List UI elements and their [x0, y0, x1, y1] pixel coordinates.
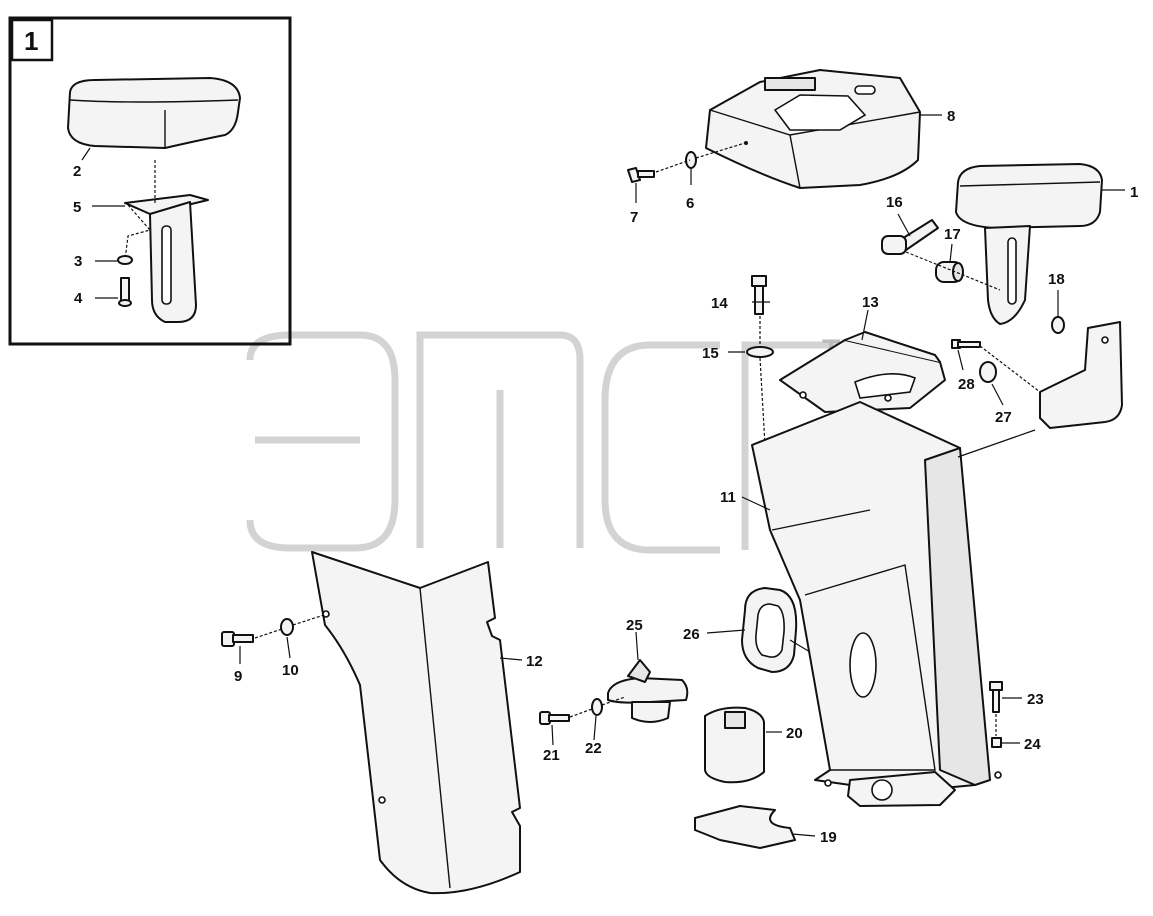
callout-2: 2 [73, 163, 81, 180]
armrest-pad-small [67, 77, 241, 149]
foot-plate [694, 805, 796, 849]
callout-8: 8 [947, 108, 955, 125]
washer-icon [591, 698, 603, 716]
kit-box-label: 1 [24, 26, 38, 56]
kit-box: 1 [8, 16, 292, 346]
grommet-icon [741, 587, 798, 673]
clip-icon [607, 659, 689, 723]
mounting-plate [779, 331, 946, 413]
callout-3: 3 [74, 253, 82, 270]
top-cover [705, 69, 921, 189]
bushing-icon [935, 261, 964, 283]
armrest-assembly [955, 163, 1103, 325]
callout-26: 26 [683, 626, 700, 643]
column-bracket [751, 401, 1036, 807]
washer-icon [979, 361, 997, 383]
callout-24: 24 [1024, 736, 1041, 753]
callout-18: 18 [1048, 271, 1065, 288]
side-plate [1039, 321, 1123, 429]
armrest-bracket-small [124, 160, 209, 323]
callout-10: 10 [282, 662, 299, 679]
washer-icon [117, 255, 133, 265]
washer-icon [685, 151, 697, 169]
callout-23: 23 [1027, 691, 1044, 708]
bolt-icon [751, 275, 767, 315]
side-panel [311, 551, 521, 895]
callout-9: 9 [234, 668, 242, 685]
callout-19: 19 [820, 829, 837, 846]
nut-icon [991, 737, 1002, 748]
callout-7: 7 [630, 209, 638, 226]
callout-14: 14 [711, 295, 728, 312]
bolt-icon [118, 277, 132, 307]
callout-6: 6 [686, 195, 694, 212]
callout-15: 15 [702, 345, 719, 362]
callouts: 1 2 3 4 5 6 7 8 9 10 11 12 13 14 15 16 1… [73, 108, 1138, 846]
washer-icon [746, 346, 774, 358]
callout-1: 1 [1130, 184, 1138, 201]
screw-icon [627, 167, 655, 183]
callout-28: 28 [958, 376, 975, 393]
leader-lines [81, 114, 1125, 837]
callout-17: 17 [944, 226, 961, 243]
callout-12: 12 [526, 653, 543, 670]
washer-icon [1051, 316, 1065, 334]
callout-13: 13 [862, 294, 879, 311]
callout-27: 27 [995, 409, 1012, 426]
screw-icon [539, 711, 570, 725]
sleeve-icon [704, 706, 765, 784]
adjustment-lever [881, 219, 939, 255]
callout-5: 5 [73, 199, 81, 216]
callout-25: 25 [626, 617, 643, 634]
callout-11: 11 [720, 489, 736, 506]
callout-16: 16 [886, 194, 903, 211]
callout-22: 22 [585, 740, 602, 757]
callout-21: 21 [543, 747, 560, 764]
callout-20: 20 [786, 725, 803, 742]
washer-icon [280, 618, 294, 636]
screw-icon [989, 681, 1003, 713]
bolt-icon [221, 631, 254, 647]
bolt-icon [951, 339, 981, 349]
callout-4: 4 [74, 290, 83, 307]
